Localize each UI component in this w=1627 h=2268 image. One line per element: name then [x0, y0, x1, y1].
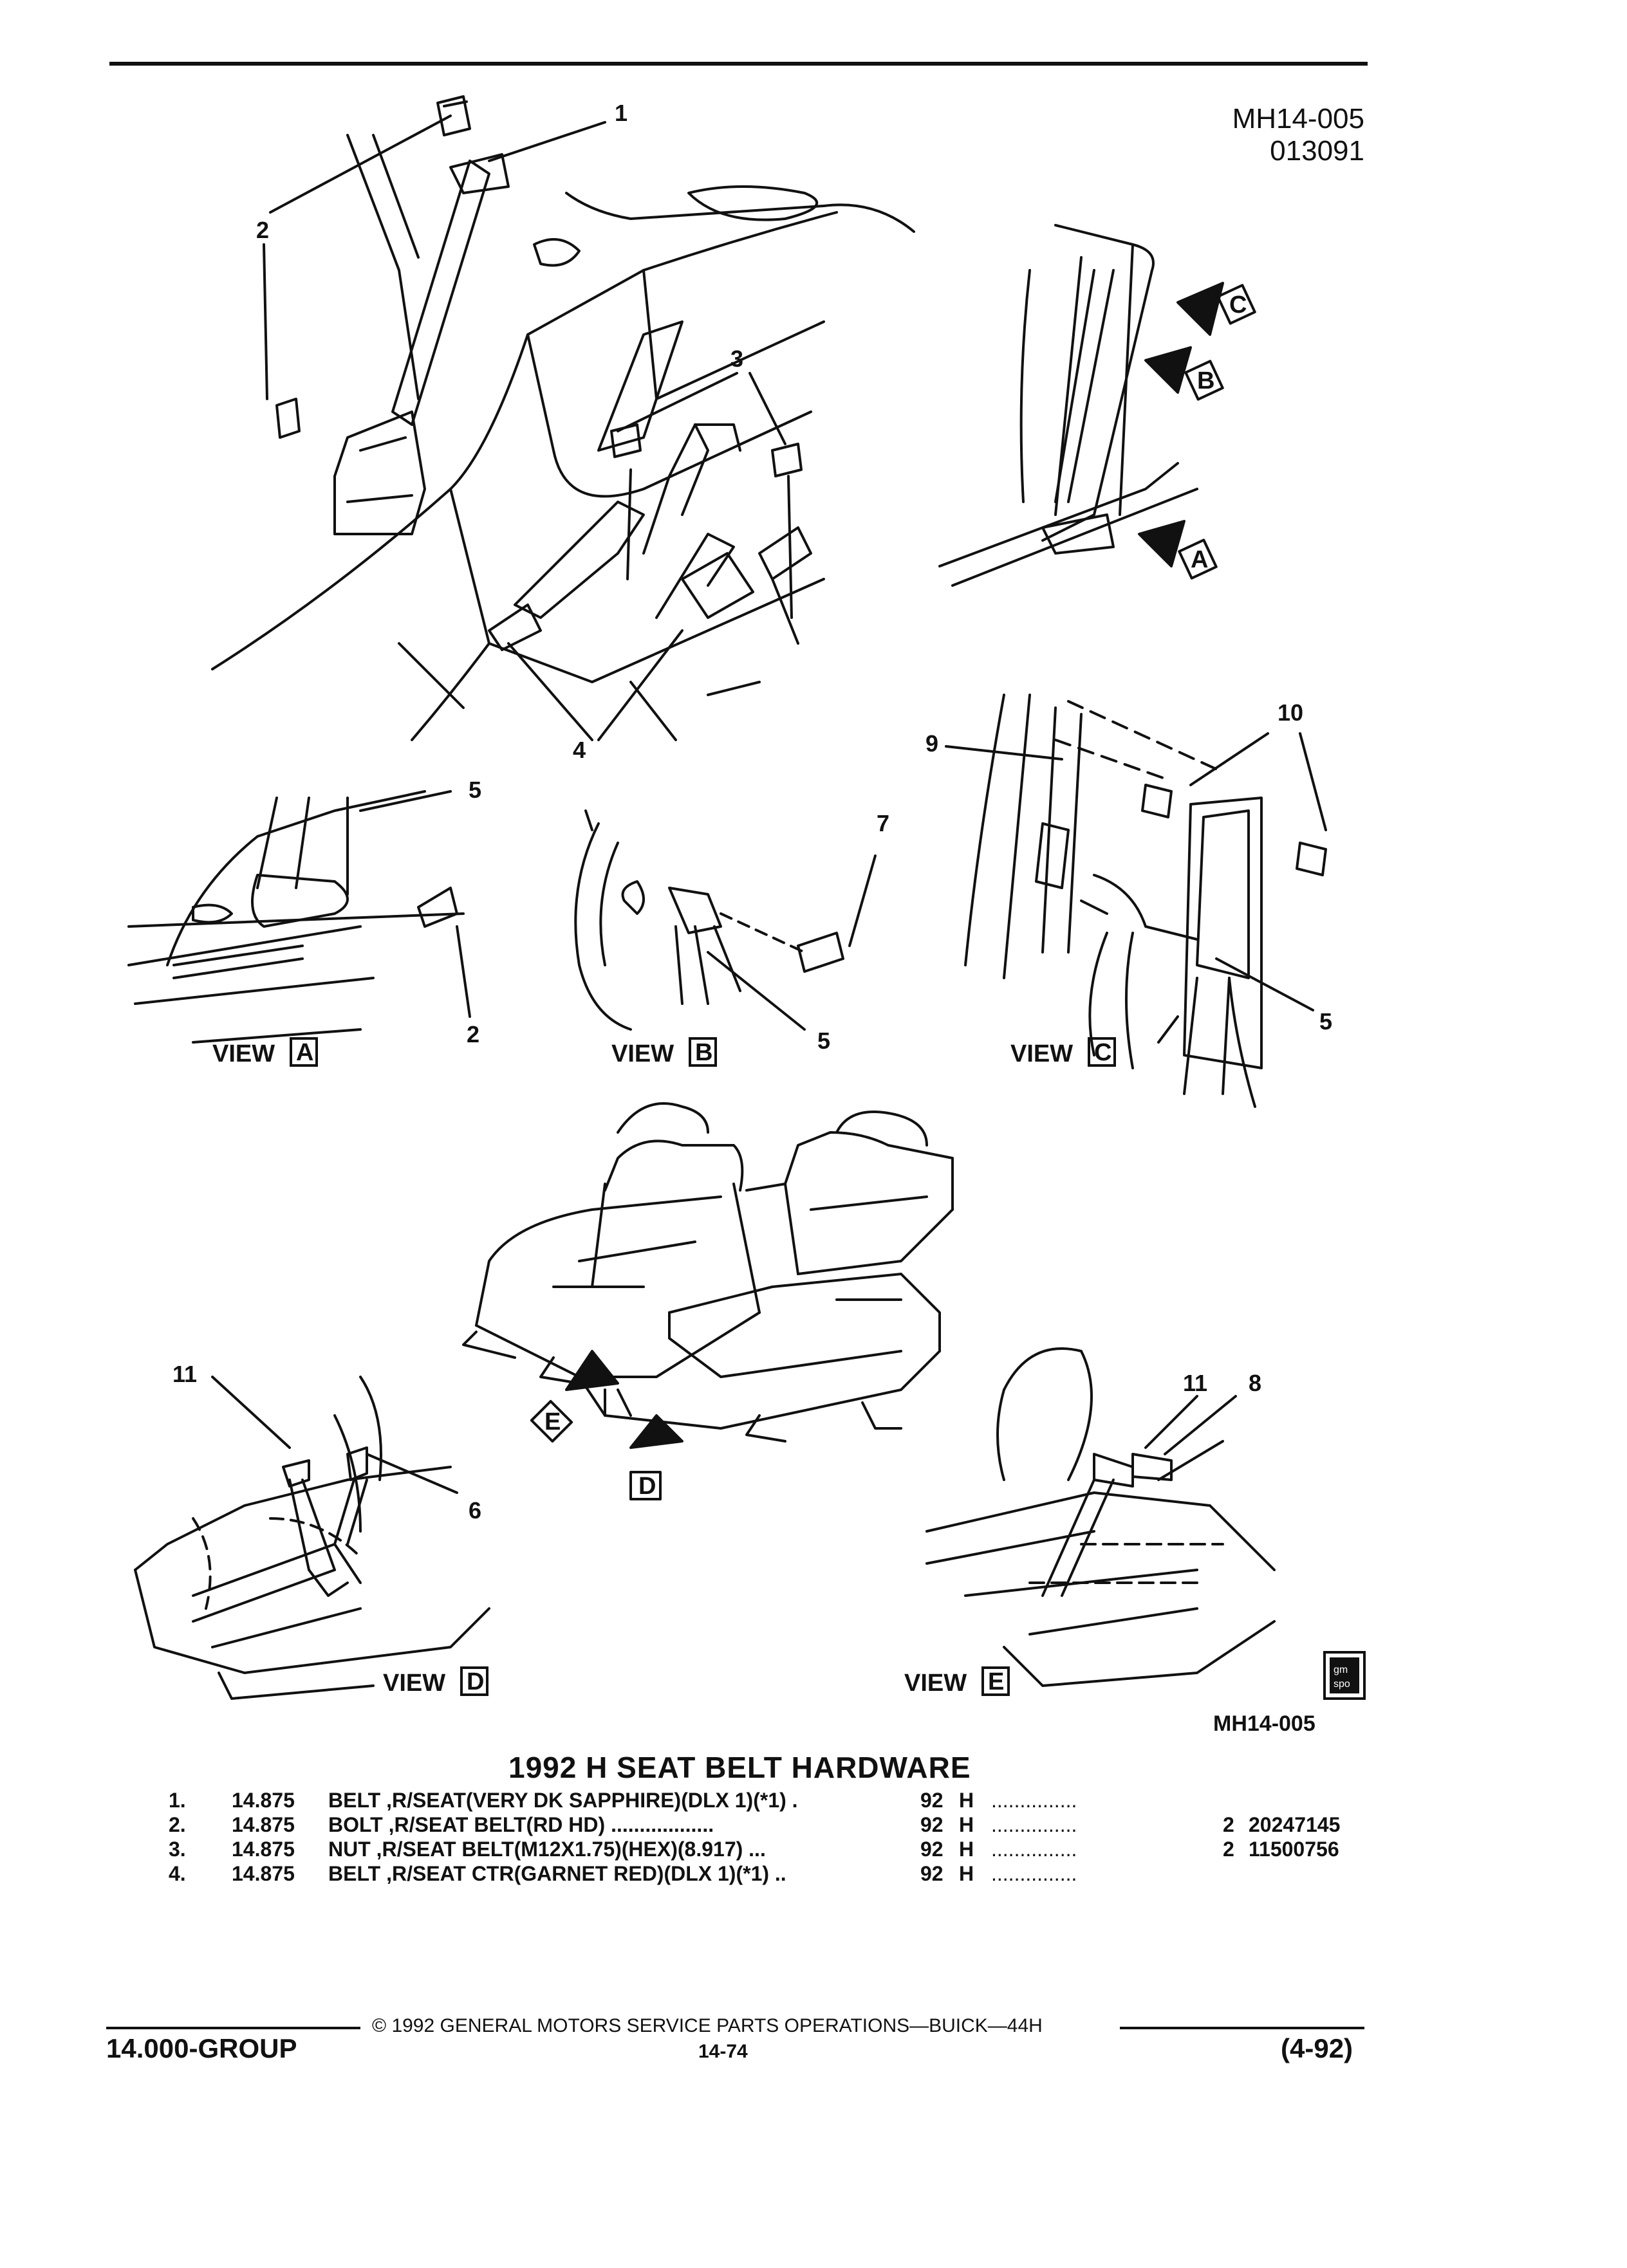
- part-number-index: 1.: [169, 1789, 186, 1812]
- parts-row: 2. 14.875 BOLT ,R/SEAT BELT(RD HD) .......…: [169, 1813, 1358, 1838]
- part-leader-dots: ...............: [991, 1862, 1077, 1885]
- callout-10: 10: [1278, 699, 1303, 726]
- part-number: [1249, 1862, 1358, 1886]
- view-a-label: VIEW A: [212, 1037, 318, 1067]
- svg-text:VIEW: VIEW: [611, 1040, 674, 1067]
- svg-text:B: B: [695, 1039, 712, 1066]
- callout-5c: 5: [1319, 1008, 1332, 1035]
- part-quantity: 2: [1223, 1838, 1234, 1861]
- view-c-label: VIEW C: [1010, 1037, 1116, 1067]
- callout-1: 1: [615, 100, 628, 126]
- part-group-code: 14.875: [232, 1838, 295, 1861]
- svg-text:VIEW: VIEW: [1010, 1040, 1073, 1067]
- callout-3: 3: [730, 346, 743, 372]
- part-year: 92: [920, 1838, 944, 1861]
- callout-6: 6: [469, 1497, 481, 1524]
- callout-7: 7: [877, 810, 889, 836]
- view-e-label: VIEW E: [904, 1666, 1010, 1697]
- view-d-label: VIEW D: [383, 1666, 488, 1697]
- part-description: BOLT ,R/SEAT BELT(RD HD) ...............…: [328, 1813, 714, 1836]
- part-number: 11500756: [1249, 1838, 1339, 1861]
- part-leader-dots: ...............: [991, 1789, 1077, 1812]
- arrow-letter-d: D: [638, 1473, 656, 1500]
- svg-text:A: A: [296, 1039, 313, 1066]
- arrow-letter-a: A: [1191, 546, 1208, 573]
- part-leader-dots: ...............: [991, 1813, 1077, 1836]
- figure-code: MH14-005: [1213, 1711, 1316, 1736]
- svg-text:C: C: [1094, 1039, 1111, 1066]
- svg-text:D: D: [467, 1668, 484, 1695]
- footer-copyright: © 1992 GENERAL MOTORS SERVICE PARTS OPER…: [372, 2015, 1043, 2036]
- header-date-code: 013091: [1270, 135, 1364, 167]
- callout-2b: 2: [467, 1021, 479, 1047]
- part-number: 20247145: [1249, 1813, 1341, 1836]
- part-series: H: [959, 1813, 974, 1836]
- part-quantity: [1223, 1862, 1249, 1886]
- parts-row: 1. 14.875 BELT ,R/SEAT(VERY DK SAPPHIRE)(D…: [169, 1789, 1358, 1813]
- callout-4: 4: [573, 737, 586, 763]
- part-leader-dots: ...............: [991, 1838, 1077, 1861]
- header-code: MH14-005: [1232, 103, 1364, 134]
- callout-5a: 5: [469, 777, 481, 803]
- footer-page: 14-74: [698, 2041, 748, 2062]
- gm-spo-logo: gm spo: [1323, 1651, 1366, 1700]
- callout-5b: 5: [817, 1028, 830, 1054]
- part-year: 92: [920, 1813, 944, 1836]
- parts-list: 1. 14.875 BELT ,R/SEAT(VERY DK SAPPHIRE)(D…: [169, 1789, 1358, 1886]
- svg-text:spo: spo: [1334, 1679, 1350, 1690]
- view-b-label: VIEW B: [611, 1037, 717, 1067]
- callout-11a: 11: [172, 1361, 197, 1387]
- svg-text:gm: gm: [1334, 1664, 1348, 1675]
- top-rule: [109, 62, 1368, 66]
- svg-text:VIEW: VIEW: [904, 1670, 967, 1697]
- part-number-index: 3.: [169, 1838, 186, 1861]
- part-number-index: 2.: [169, 1813, 186, 1836]
- parts-row: 3. 14.875 NUT ,R/SEAT BELT(M12X1.75)(HEX)(…: [169, 1838, 1358, 1862]
- part-number: [1249, 1789, 1358, 1813]
- part-quantity: 2: [1223, 1813, 1234, 1836]
- part-description: BELT ,R/SEAT CTR(GARNET RED)(DLX 1)(*1) …: [328, 1862, 786, 1885]
- svg-text:VIEW: VIEW: [212, 1040, 275, 1067]
- footer-rule-left: [106, 2027, 360, 2029]
- arrow-letter-b: B: [1197, 367, 1214, 394]
- part-description: BELT ,R/SEAT(VERY DK SAPPHIRE)(DLX 1)(*1…: [328, 1789, 798, 1812]
- parts-table: 1. 14.875 BELT ,R/SEAT(VERY DK SAPPHIRE)(D…: [169, 1789, 1358, 1886]
- parts-row: 4. 14.875 BELT ,R/SEAT CTR(GARNET RED)(DLX…: [169, 1862, 1358, 1886]
- svg-text:VIEW: VIEW: [383, 1670, 445, 1697]
- arrow-letter-c: C: [1229, 291, 1247, 318]
- part-number-index: 4.: [169, 1862, 186, 1885]
- part-description: NUT ,R/SEAT BELT(M12X1.75)(HEX)(8.917) .…: [328, 1838, 766, 1861]
- header-code-block: MH14-005 013091: [1184, 103, 1364, 167]
- part-series: H: [959, 1862, 974, 1885]
- part-year: 92: [920, 1862, 944, 1885]
- part-quantity: [1223, 1789, 1249, 1813]
- callout-8: 8: [1249, 1370, 1261, 1396]
- footer-revision: (4-92): [1281, 2033, 1353, 2063]
- svg-text:E: E: [988, 1668, 1004, 1695]
- section-title: 1992 H SEAT BELT HARDWARE: [508, 1751, 971, 1784]
- callout-9: 9: [925, 730, 938, 757]
- part-group-code: 14.875: [232, 1789, 295, 1812]
- part-year: 92: [920, 1789, 944, 1812]
- part-series: H: [959, 1838, 974, 1861]
- arrow-letter-e: E: [544, 1408, 561, 1435]
- footer-group: 14.000-GROUP: [106, 2033, 297, 2063]
- callout-11b: 11: [1183, 1370, 1207, 1396]
- callout-2: 2: [256, 217, 269, 243]
- footer-rule-right: [1120, 2027, 1364, 2029]
- part-series: H: [959, 1789, 974, 1812]
- part-group-code: 14.875: [232, 1862, 295, 1885]
- part-group-code: 14.875: [232, 1813, 295, 1836]
